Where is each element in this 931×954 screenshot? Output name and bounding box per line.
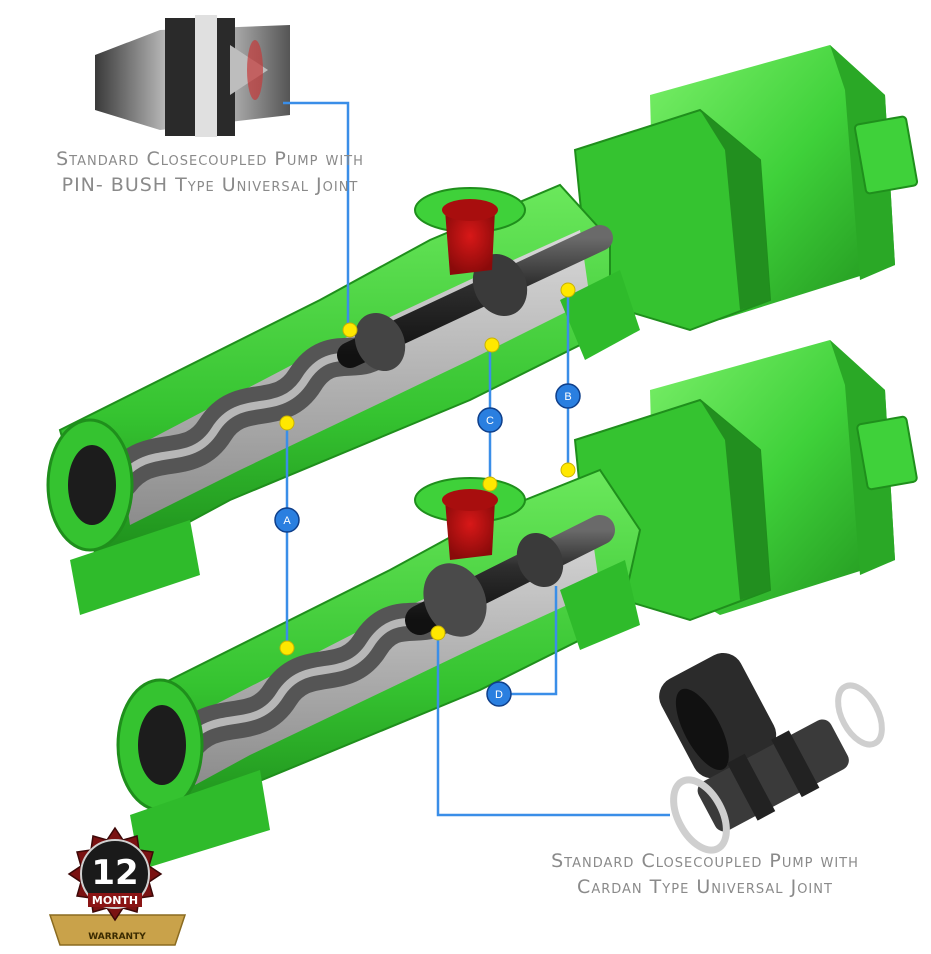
callout-a: A — [274, 507, 300, 533]
svg-text:B: B — [564, 391, 571, 403]
caption-cardan-pump: Standard Closecoupled Pump with Cardan T… — [500, 848, 910, 900]
bottom-pump — [116, 340, 918, 870]
warranty-unit: MONTH — [92, 894, 138, 907]
svg-text:A: A — [283, 515, 291, 527]
callout-d: D — [486, 681, 512, 707]
caption-top-line1: Standard Closecoupled Pump with — [56, 148, 364, 170]
callout-c: C — [477, 407, 503, 433]
leader-bottom-inset — [436, 633, 670, 817]
svg-text:D: D — [495, 689, 503, 701]
caption-bottom-line1: Standard Closecoupled Pump with — [551, 850, 859, 872]
top-barrel — [46, 183, 640, 615]
marker-top-joint — [342, 322, 358, 338]
leader-d — [510, 586, 558, 696]
marker-c-top — [484, 337, 500, 353]
caption-top-line2: PIN- BUSH Type Universal Joint — [61, 174, 359, 196]
svg-text:C: C — [486, 415, 494, 427]
warranty-badge: 12 MONTH WARRANTY — [48, 826, 187, 946]
top-motor — [573, 45, 919, 332]
marker-b-top — [560, 282, 576, 298]
callout-b: B — [555, 383, 581, 409]
marker-c-bottom — [482, 476, 498, 492]
pin-bush-joint-inset — [95, 15, 290, 137]
cardan-joint-inset — [659, 652, 885, 854]
bottom-barrel — [116, 468, 642, 870]
caption-bottom-line2: Cardan Type Universal Joint — [577, 876, 833, 898]
marker-a-bottom — [279, 640, 295, 656]
marker-b-bottom — [560, 462, 576, 478]
callouts: A B C D — [274, 383, 581, 707]
marker-a-top — [279, 415, 295, 431]
leader-lines — [283, 101, 670, 817]
warranty-label: WARRANTY — [88, 932, 146, 942]
markers — [279, 282, 576, 656]
caption-pin-bush-pump: Standard Closecoupled Pump with PIN- BUS… — [20, 146, 400, 198]
marker-bottom-joint — [430, 625, 446, 641]
warranty-number: 12 — [91, 853, 138, 893]
leader-top-inset — [283, 101, 350, 330]
top-pump — [46, 45, 919, 615]
